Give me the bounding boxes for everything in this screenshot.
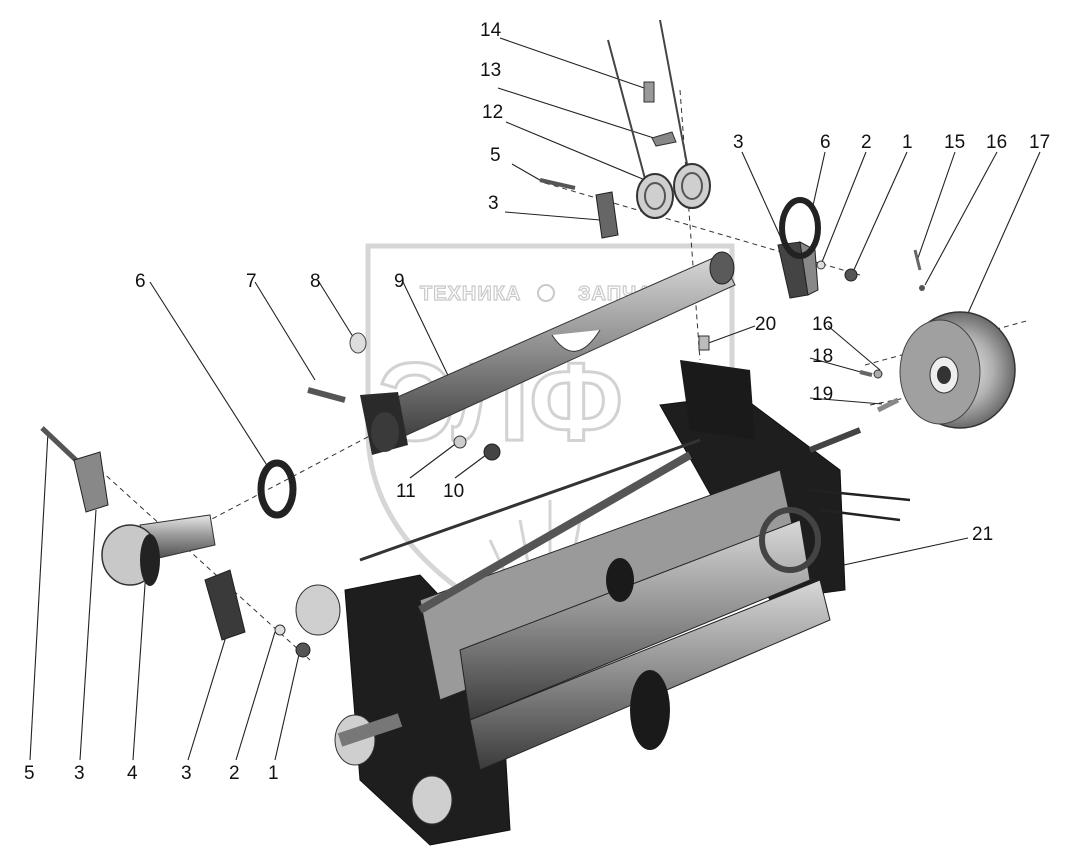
nut-right <box>844 268 858 282</box>
callout-11: 11 <box>396 481 416 502</box>
part-8 <box>349 332 367 354</box>
callout-17: 17 <box>1029 132 1050 153</box>
washer-left <box>257 459 297 519</box>
callout-15: 15 <box>944 132 965 153</box>
callout-2-bottom: 2 <box>229 763 240 784</box>
callout-3-bottom-b: 3 <box>181 763 192 784</box>
callout-16-top: 16 <box>986 132 1007 153</box>
callout-20: 20 <box>755 314 776 335</box>
nut-small <box>919 285 925 291</box>
washer-right <box>779 197 821 259</box>
washer-2-left <box>274 624 286 636</box>
callout-19: 19 <box>812 384 833 405</box>
callout-5-bottom: 5 <box>24 763 35 784</box>
callout-1-bottom: 1 <box>268 763 279 784</box>
grease-fitting <box>873 369 883 379</box>
torsion-spring <box>607 19 711 219</box>
washer-small <box>816 260 826 270</box>
callout-9: 9 <box>394 271 405 292</box>
callout-21: 21 <box>972 524 993 545</box>
bolt-7 <box>307 387 346 403</box>
callout-6-left: 6 <box>135 271 146 292</box>
callout-12: 12 <box>482 102 503 123</box>
callout-5-top: 5 <box>490 145 501 166</box>
callout-6-right: 6 <box>820 132 831 153</box>
callout-2-right: 2 <box>861 132 872 153</box>
callout-1-right: 1 <box>902 132 913 153</box>
pin <box>913 249 922 271</box>
main-frame <box>295 360 911 846</box>
callout-4: 4 <box>127 763 138 784</box>
pulley <box>899 311 1016 429</box>
bolt-5-left <box>40 426 80 464</box>
callout-3-bottom-a: 3 <box>74 763 85 784</box>
leader-lines <box>29 37 1041 761</box>
bracket-3-left <box>73 451 109 513</box>
washer-11 <box>453 435 467 449</box>
upper-shaft-tube <box>360 251 736 455</box>
watermark-text-left: ТЕХНИКА <box>420 283 521 305</box>
callout-8: 8 <box>310 271 321 292</box>
callout-14: 14 <box>480 20 502 41</box>
callout-10: 10 <box>443 481 464 502</box>
set-screw <box>859 370 873 377</box>
key <box>876 397 900 413</box>
fitting-20 <box>698 335 710 351</box>
nut-10 <box>483 443 501 461</box>
upper-bracket <box>595 191 619 239</box>
callout-16-mid: 16 <box>812 314 833 335</box>
bearing-housing-4 <box>101 514 216 586</box>
bracket-3-lower <box>204 569 246 641</box>
bolt-upper <box>539 178 576 190</box>
callout-3-right: 3 <box>733 132 744 153</box>
callout-7: 7 <box>246 271 257 292</box>
gear-icon <box>537 284 555 302</box>
callout-13: 13 <box>480 60 501 81</box>
callout-18: 18 <box>812 346 833 367</box>
callout-numbers: 14 13 12 5 3 3 6 2 1 15 16 17 6 7 8 9 20… <box>24 20 1050 784</box>
nut-1-left <box>295 642 311 658</box>
callout-3-top: 3 <box>488 193 499 214</box>
